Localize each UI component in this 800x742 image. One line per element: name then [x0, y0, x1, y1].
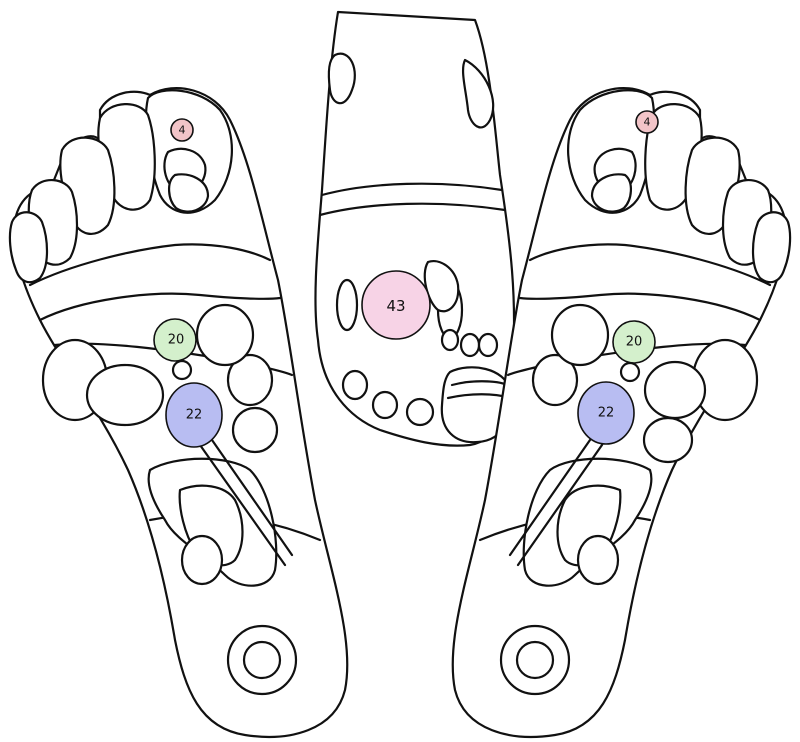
center-foot: 43	[315, 12, 514, 446]
center-small-toe-a	[461, 334, 479, 356]
left-toe-5	[10, 212, 47, 282]
center-metatarsal-1	[337, 280, 357, 330]
left-zone-20-label: 20	[168, 333, 185, 348]
center-toe-1	[343, 371, 367, 399]
left-heel-inner	[244, 642, 280, 678]
right-zone-heart	[645, 362, 705, 418]
left-zone-stomach	[197, 305, 253, 365]
right-zone-22-label: 22	[598, 406, 615, 421]
right-zone-bladder	[578, 536, 618, 584]
center-toe-3	[407, 399, 433, 425]
left-zone-liver	[87, 365, 163, 425]
right-adrenal	[621, 363, 639, 381]
right-zone-20-label: 20	[626, 335, 643, 350]
left-foot: 4 20 22	[10, 88, 347, 737]
left-adrenal	[173, 361, 191, 379]
right-foot: 4 20 22	[453, 88, 790, 737]
center-zone-43-label: 43	[386, 297, 405, 315]
right-zone-4-label: 4	[644, 116, 651, 129]
center-small-toe-b	[479, 334, 497, 356]
right-zone-pancreas	[644, 418, 692, 462]
right-toe-5	[753, 212, 790, 282]
left-zone-22-label: 22	[186, 408, 203, 423]
left-zone-4-label: 4	[179, 124, 186, 137]
left-zone-pancreas	[233, 408, 277, 452]
right-heel-inner	[517, 642, 553, 678]
center-small-toe-c	[442, 330, 458, 350]
left-zone-bladder	[182, 536, 222, 584]
right-zone-stomach	[552, 305, 608, 365]
center-toe-2	[373, 392, 397, 418]
